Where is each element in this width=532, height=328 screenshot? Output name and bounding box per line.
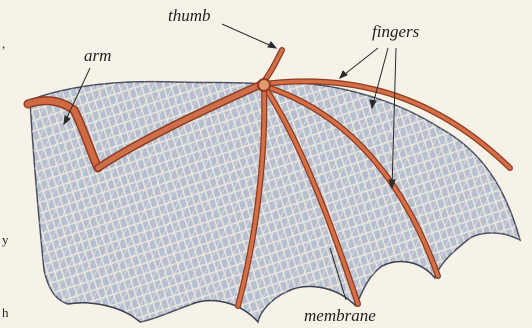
margin-mark-1: , xyxy=(2,36,5,52)
label-thumb: thumb xyxy=(168,6,211,26)
margin-mark-3: h xyxy=(2,305,9,321)
label-arm: arm xyxy=(84,46,111,66)
label-fingers: fingers xyxy=(372,22,419,42)
margin-mark-2: y xyxy=(2,232,9,248)
label-membrane: membrane xyxy=(304,306,376,326)
